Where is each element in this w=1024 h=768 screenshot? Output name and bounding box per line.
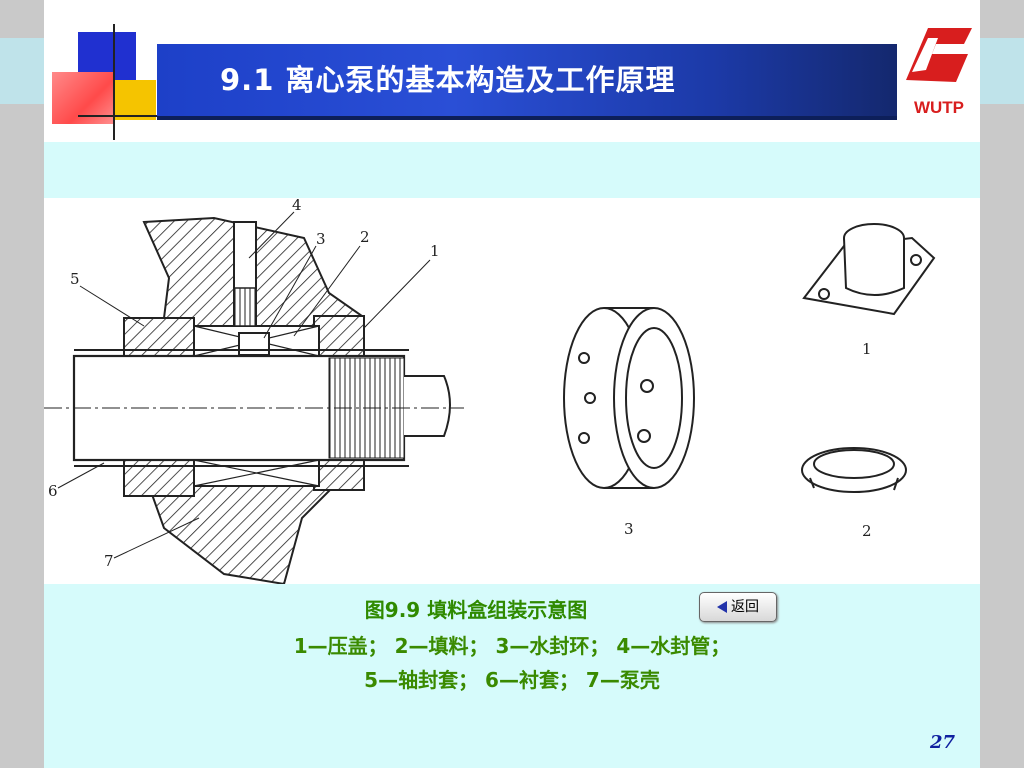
back-button[interactable]: 返回 (699, 592, 777, 622)
shaft-end (404, 375, 451, 437)
logo-mark-highlight (912, 38, 938, 72)
packing-lower-cross (193, 459, 320, 487)
logo-mark-icon (906, 28, 972, 82)
label-1: 1 (430, 242, 440, 260)
figure-caption-text: 图9.9 填料盒组装示意图 (364, 598, 588, 622)
slide-title: 9.1 离心泵的基本构造及工作原理 (220, 63, 676, 97)
back-button-label: 返回 (731, 599, 759, 615)
pump-casing-lower (147, 485, 337, 584)
vertical-line-decoration (113, 24, 115, 140)
gland-part (802, 223, 936, 316)
pipe-thread (233, 287, 257, 327)
right-side-band (980, 38, 1024, 104)
title-bar (157, 44, 897, 116)
shaft-sleeve-flange (123, 317, 195, 359)
part-label-2: 2 (862, 522, 872, 540)
diagram-labels: 1 2 3 4 5 6 7 (48, 198, 440, 570)
label-4: 4 (292, 198, 302, 214)
wutp-logo: WUTP (906, 28, 972, 117)
caption-area (44, 584, 980, 768)
packing-ring-part (801, 447, 907, 493)
figure-caption: 图9.9 填料盒组装示意图 (44, 594, 980, 623)
water-seal-ring-part (563, 307, 695, 489)
page-number: 27 (930, 732, 956, 753)
horizontal-line-decoration (78, 115, 160, 117)
back-arrow-icon (717, 601, 727, 613)
gland-lower (313, 459, 365, 491)
left-side-band (0, 38, 44, 104)
legend-line-1: 1—压盖； 2—填料； 3—水封环； 4—水封管； (293, 634, 731, 658)
label-5: 5 (70, 270, 80, 288)
label-7: 7 (104, 552, 114, 570)
label-6: 6 (48, 482, 58, 500)
label-3: 3 (316, 230, 326, 248)
part-label-1: 1 (862, 340, 872, 358)
legend-line-2: 5—轴封套； 6—衬套； 7—泵壳 (364, 668, 660, 692)
leader-lines (57, 211, 431, 559)
part-label-3: 3 (624, 520, 634, 538)
label-2: 2 (360, 228, 370, 246)
top-cyan-strip (44, 142, 980, 198)
logo-text: WUTP (914, 98, 964, 117)
packing-box-diagram: 1 2 3 4 5 6 7 3 1 2 (44, 198, 936, 584)
